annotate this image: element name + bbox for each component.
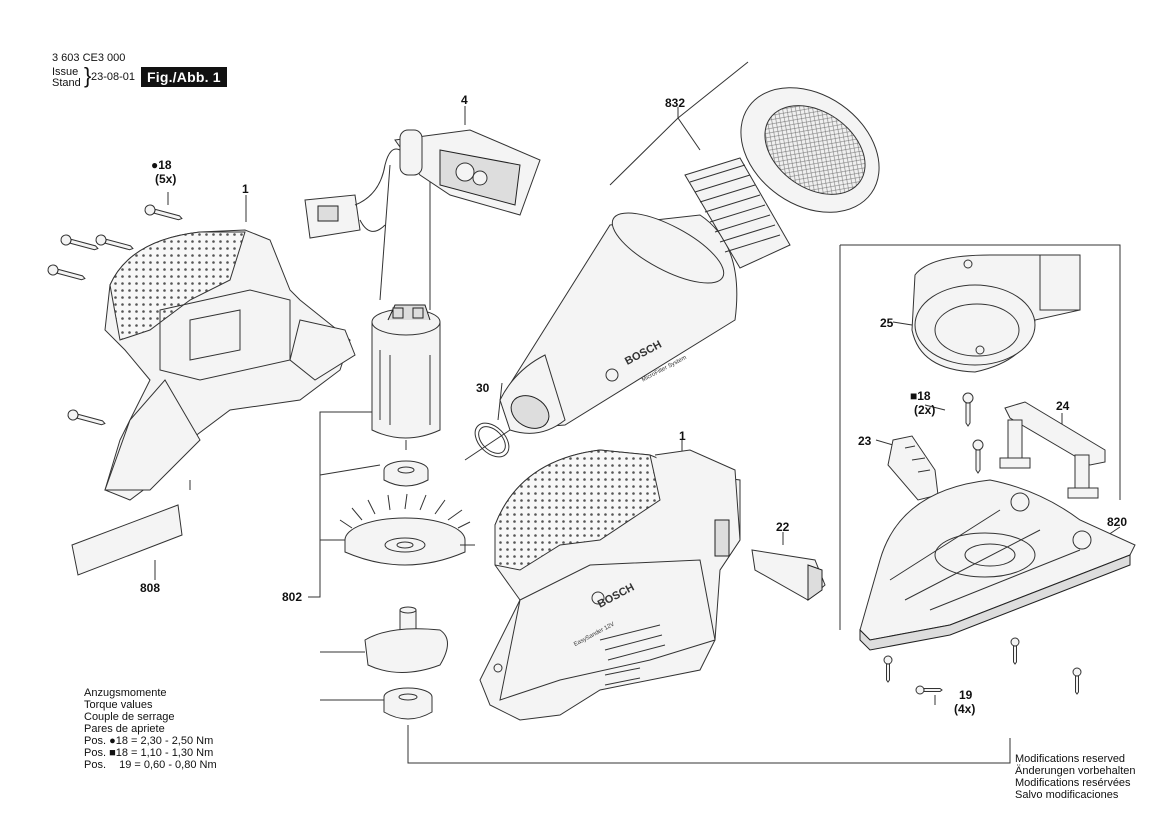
torque-symbol: ● [109,735,116,747]
torque-value: 18 = 2,30 - 2,50 Nm [115,735,214,747]
housing-half-left [104,229,356,501]
eccentric [364,606,448,673]
callout-22: 22 [776,520,790,534]
torque-title-en: Torque values [84,699,153,711]
torque-value: 19 = 0,60 - 0,80 Nm [119,759,217,771]
stand-label: Stand [52,77,81,89]
callout-1-right: 1 [679,429,686,443]
o-ring [474,422,510,458]
torque-prefix: Pos. [84,759,107,771]
torque-value: 18 = 1,10 - 1,30 Nm [115,747,214,759]
torque-prefix: Pos. [84,747,107,759]
part-22 [751,549,826,601]
fan [339,493,475,566]
torque-prefix: Pos. [84,735,107,747]
torque-row: Pos. 19 = 0,60 - 0,80 Nm [84,759,217,771]
callout-820: 820 [1107,515,1128,529]
callout-18-square: ■18 [910,389,931,403]
square-symbol: ■ [910,389,918,403]
callout-802: 802 [282,590,303,604]
torque-title-es: Pares de apriete [84,723,165,735]
modifications-fr: Modifications resérvées [1015,777,1131,789]
label-sheet [71,504,183,576]
document-number: 3 603 CE3 000 [52,52,126,64]
screws-18-left [47,204,183,426]
callout-18-qty-2x: (2x) [914,403,936,417]
callout-30: 30 [476,381,490,395]
housing-main: BOSCH EasySander 12V [479,449,741,721]
callout-25: 25 [880,316,894,330]
torque-title-fr: Couple de serrage [84,711,175,723]
issue-label: Issue [52,66,79,78]
modifications-en: Modifications reserved [1015,753,1126,765]
torque-row: Pos. ●18 = 2,30 - 2,50 Nm [84,735,213,747]
callout-1-left: 1 [242,182,249,196]
figure-label: Fig./Abb. 1 [141,67,227,87]
circle-symbol: ● [151,158,159,172]
dust-adapter-ring [911,254,1081,373]
filter-lid [740,87,880,213]
bearing-top [383,460,429,487]
torque-row: Pos. ■18 = 1,10 - 1,30 Nm [84,747,213,759]
callout-832: 832 [665,96,686,110]
screws-19 [883,637,1082,695]
dust-box: BOSCH MicroFilter System [499,212,738,434]
issue-date: 23-08-01 [91,71,136,83]
leader-lines [154,61,1121,764]
callout-18a-text: 18 [158,158,172,172]
callout-18-circle: ●18 [151,158,172,172]
callout-18b-text: 18 [917,389,931,403]
sanding-plate [859,479,1136,651]
callout-23: 23 [858,434,872,448]
callout-18-qty-5x: (5x) [155,172,177,186]
modifications-de: Änderungen vorbehalten [1015,765,1136,777]
part-23 [887,435,939,501]
callout-4: 4 [461,93,468,107]
brace: } [84,63,92,88]
filter-element [684,157,791,269]
callout-19-qty-4x: (4x) [954,702,976,716]
screws-18-right [962,392,984,474]
callout-19: 19 [959,688,973,702]
motor [371,304,441,450]
bearing-bottom [383,687,433,720]
part-24 [999,401,1106,499]
callout-24: 24 [1056,399,1070,413]
modifications-es: Salvo modificaciones [1015,789,1119,801]
electronics-module [304,129,541,239]
callout-808: 808 [140,581,161,595]
torque-symbol: ■ [109,747,116,759]
torque-title-de: Anzugsmomente [84,687,167,699]
